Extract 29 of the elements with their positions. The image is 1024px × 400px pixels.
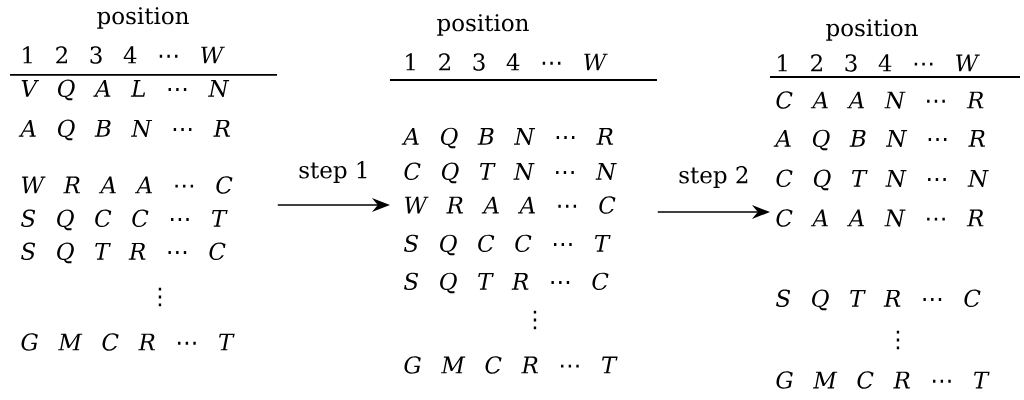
sequence-row: G M C R ⋯ T	[404, 356, 618, 374]
column-heading: position	[437, 14, 529, 36]
vertical-ellipsis: ⋮	[533, 310, 537, 330]
sequence-row: G M C R ⋯ T	[776, 371, 990, 389]
position-numbers: 1 2 3 4 ⋯ W	[23, 46, 225, 64]
sequence-row: S Q C C ⋯ T	[21, 209, 228, 231]
vertical-ellipsis: ⋮	[896, 330, 900, 350]
position-numbers: 1 2 3 4 ⋯ W	[778, 54, 980, 72]
sequence-row: S Q C C ⋯ T	[404, 234, 611, 256]
edge-label: step 1	[299, 161, 367, 183]
sequence-row: C A A N ⋯ R	[776, 91, 984, 109]
sequence-row: V Q A L ⋯ N	[21, 79, 230, 101]
edge-label: step 2	[679, 166, 748, 188]
sequence-row: A Q B N ⋯ R	[773, 129, 986, 151]
sequence-row: G M C R ⋯ T	[21, 333, 235, 351]
position-numbers: 1 2 3 4 ⋯ W	[406, 53, 608, 71]
sequence-row: S Q T R ⋯ C	[404, 272, 609, 294]
sequence-row: A Q B N ⋯ R	[18, 119, 231, 141]
vertical-ellipsis: ⋮	[158, 287, 162, 307]
sequence-row: W R A A ⋯ C	[404, 196, 616, 214]
column-heading: position	[826, 19, 918, 41]
sequence-row: A Q B N ⋯ R	[401, 127, 614, 149]
column-heading: position	[97, 7, 189, 29]
sequence-row: W R A A ⋯ C	[21, 176, 233, 194]
sequence-row: C Q T N ⋯ N	[776, 169, 989, 191]
sequence-row: S Q T R ⋯ C	[776, 289, 981, 311]
sequence-row: C A A N ⋯ R	[776, 209, 984, 227]
sequence-row: C Q T N ⋯ N	[404, 162, 617, 184]
sequence-row: S Q T R ⋯ C	[21, 242, 226, 264]
